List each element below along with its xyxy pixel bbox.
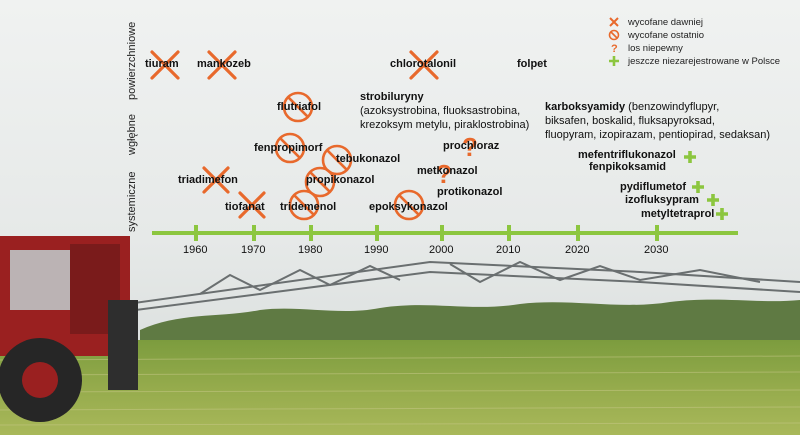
label-prochloraz: prochloraz [443, 140, 500, 152]
category-label-deep: wgłębne [126, 114, 138, 155]
label-flutriafol: flutriafol [277, 101, 321, 113]
x-marker-tiofanat [238, 191, 266, 219]
label-strobiluryny-line2: krezoksym metylu, piraklostrobina) [360, 119, 530, 131]
tick-label-2030: 2030 [644, 244, 669, 256]
label-mefentriflukonazol: mefentriflukonazol [578, 149, 676, 161]
ban-icon [608, 29, 620, 41]
label-chlorotalonil: chlorotalonil [390, 58, 456, 70]
label-strobiluryny-line1: (azoksystrobina, fluoksastrobina, [360, 105, 521, 117]
x-icon [609, 17, 619, 27]
legend-item-uncertain: ? los niepewny [608, 42, 788, 55]
label-triadimefon: triadimefon [178, 174, 238, 186]
timeline-ticks [194, 225, 659, 241]
plus-marker-pydiflumetof [692, 181, 704, 193]
withdrawn-recently-markers [274, 91, 425, 221]
tree-line [140, 299, 800, 345]
question-icon: ? [611, 43, 618, 54]
ban-marker-propikonazol [304, 166, 336, 198]
label-fenpropimorf: fenpropimorf [254, 142, 323, 154]
label-izofluksypram: izofluksypram [625, 194, 699, 206]
label-tebukonazol: tebukonazol [336, 153, 401, 165]
label-folpet: folpet [517, 58, 547, 70]
category-label-surface: powierzchniowe [126, 21, 138, 100]
label-protikonazol: protikonazol [437, 186, 503, 198]
legend-label: wycofane ostatnio [628, 30, 705, 41]
legend-label: los niepewny [628, 43, 683, 54]
ban-marker-tebukonazol [321, 144, 353, 176]
x-marker-chlorotalonil [409, 50, 439, 80]
legend: wycofane dawniej wycofane ostatnio ? los… [608, 16, 788, 68]
ban-marker-flutriafol [282, 91, 314, 123]
x-marker-tiuram [150, 50, 180, 80]
tick-label-1960: 1960 [183, 244, 208, 256]
label-tiuram: tiuram [145, 58, 179, 70]
withdrawn-earlier-markers [150, 50, 439, 219]
uncertain-markers: ?? [436, 132, 478, 189]
label-fenpikoksamid: fenpikoksamid [589, 161, 667, 173]
plus-icon [609, 56, 619, 66]
label-mankozeb: mankozeb [197, 58, 251, 70]
tick-label-2020: 2020 [565, 244, 590, 256]
x-marker-mankozeb [207, 50, 237, 80]
label-karboksyamidy-title: karboksyamidy [545, 101, 626, 113]
label-tridemenol: tridemenol [280, 201, 337, 213]
label-metkonazol: metkonazol [417, 165, 478, 177]
label-karboksyamidy-line2: biksafen, boskalid, fluksapyroksad, [545, 115, 715, 127]
question-marker-metkonazol: ? [436, 159, 452, 189]
ban-marker-tridemenol [288, 189, 320, 221]
label-metyltetraprol: metyltetraprol [641, 208, 715, 220]
label-epoksykonazol: epoksykonazol [369, 201, 448, 213]
legend-item-unregistered: jeszcze niezarejestrowane w Polsce [608, 55, 788, 68]
label-karboksyamidy: karboksyamidy (benzowindyflupyr, [545, 100, 719, 114]
tick-label-2000: 2000 [429, 244, 454, 256]
legend-label: wycofane dawniej [628, 17, 703, 28]
legend-item-withdrawn-earlier: wycofane dawniej [608, 16, 788, 29]
question-marker-prochloraz: ? [462, 132, 478, 162]
label-karboksyamidy-line3: fluopyram, izopirazam, pentiopirad, seda… [545, 129, 771, 141]
x-marker-triadimefon [202, 166, 230, 194]
tractor [0, 236, 138, 422]
category-label-systemic: systemiczne [126, 171, 138, 232]
legend-item-withdrawn-recently: wycofane ostatnio [608, 29, 788, 42]
legend-label: jeszcze niezarejestrowane w Polsce [628, 56, 781, 67]
tick-label-1980: 1980 [298, 244, 323, 256]
label-propikonazol: propikonazol [306, 174, 375, 186]
label-karboksyamidy-rest: (benzowindyflupyr, [625, 101, 720, 113]
plus-marker-izofluksypram [707, 194, 719, 206]
label-tiofanat: tiofanat [225, 201, 265, 213]
label-pydiflumetof: pydiflumetof [620, 181, 686, 193]
label-strobiluryny: strobiluryny [360, 91, 424, 103]
sprayer-boom [119, 260, 800, 313]
plus-marker-metyltetraprol [716, 208, 728, 220]
plus-marker-mefentriflukonazol [684, 151, 696, 163]
unregistered-markers [684, 151, 728, 220]
svg-text:?: ? [611, 43, 618, 54]
tick-label-1970: 1970 [241, 244, 266, 256]
tick-label-2010: 2010 [496, 244, 521, 256]
tick-label-1990: 1990 [364, 244, 389, 256]
ban-marker-epoksykonazol [393, 189, 425, 221]
ban-marker-fenpropimorf [274, 132, 306, 164]
